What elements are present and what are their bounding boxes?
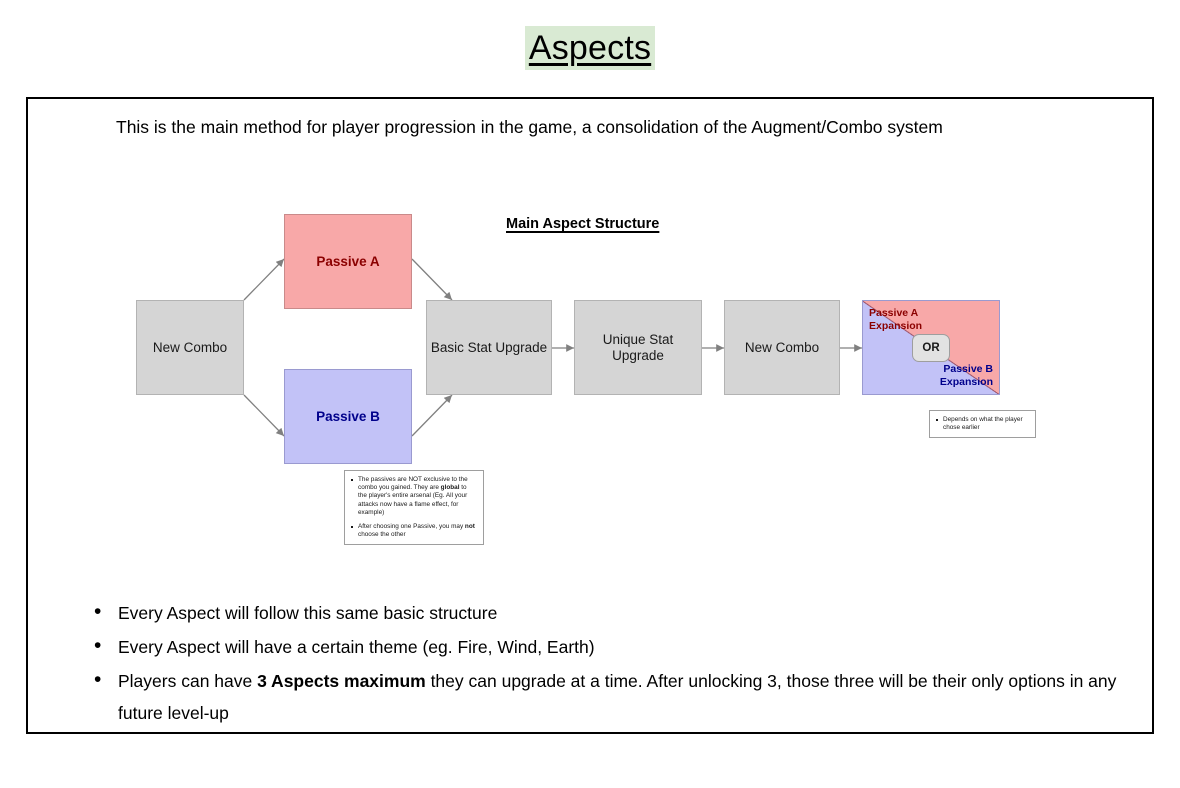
or-chip[interactable]: OR — [912, 333, 950, 362]
bullet-list-container: Every Aspect will follow this same basic… — [70, 596, 1130, 731]
arrow-newcombo-to-passive-b — [243, 394, 285, 437]
note-box-depends: Depends on what the player chose earlier — [929, 410, 1036, 439]
node-label: Passive A — [316, 253, 380, 269]
intro-paragraph: This is the main method for player progr… — [116, 117, 943, 137]
diagram-canvas: Main Aspect Structure New — [28, 99, 1156, 569]
diagram-connectors — [243, 258, 862, 437]
split-label-passive-a-line1: Passive A — [869, 307, 919, 319]
or-chip-label: OR — [922, 341, 940, 354]
note-text: After choosing one Passive, you may — [358, 523, 465, 531]
node-label: New Combo — [744, 339, 820, 355]
node-new-combo-2[interactable]: New Combo — [724, 300, 840, 395]
split-label-passive-a-line2: Expansion — [869, 319, 923, 332]
node-unique-stat-upgrade[interactable]: Unique Stat Upgrade — [574, 300, 702, 395]
note-text-bold: not — [464, 523, 475, 531]
node-passive-b[interactable]: Passive B — [284, 369, 412, 464]
node-passive-expansion-split[interactable]: Passive A Expansion Passive B Expansion … — [862, 300, 1000, 395]
note-box-passives: The passives are NOT exclusive to the co… — [344, 470, 484, 546]
bullet-text: Players can have — [118, 671, 258, 691]
node-basic-stat-upgrade[interactable]: Basic Stat Upgrade — [426, 300, 552, 395]
bullet-item: Every Aspect will follow this same basic… — [70, 596, 1130, 629]
note-item: The passives are NOT exclusive to the co… — [351, 476, 477, 517]
node-label: New Combo — [152, 339, 228, 355]
bullet-text-bold: 3 Aspects maximum — [257, 671, 426, 691]
split-label-passive-b-line1: Passive B — [943, 363, 993, 375]
bullet-text: they can upgrade at a time. After unlock… — [118, 671, 1117, 723]
note-text: Depends on what the player chose earlier — [943, 416, 1023, 432]
split-label-passive-a: Passive A Expansion — [869, 307, 922, 332]
node-passive-a[interactable]: Passive A — [284, 214, 412, 309]
bullet-text: Every Aspect will follow this same basic… — [118, 603, 498, 623]
bullet-item: Every Aspect will have a certain theme (… — [70, 630, 1130, 663]
bullet-text: Every Aspect will have a certain theme (… — [118, 637, 595, 657]
bullet-item: Players can have 3 Aspects maximum they … — [70, 664, 1130, 729]
note-text: The passives are NOT exclusive to the co… — [358, 476, 468, 492]
node-label: Basic Stat Upgrade — [430, 339, 548, 355]
note-item: After choosing one Passive, you may not … — [351, 523, 477, 539]
arrow-newcombo-to-passive-a — [243, 258, 285, 301]
note-text: choose the other — [358, 531, 406, 539]
split-label-passive-b-line2: Expansion — [939, 375, 993, 388]
page-title-container: Aspects — [0, 26, 1180, 70]
bullet-list: Every Aspect will follow this same basic… — [70, 596, 1130, 729]
note-text-bold: global — [440, 484, 460, 492]
node-label: Passive B — [316, 408, 380, 424]
note-text: to the player's entire arsenal (Eg. All … — [358, 484, 468, 516]
note-item: Depends on what the player chose earlier — [936, 416, 1029, 432]
split-label-passive-b: Passive B Expansion — [940, 363, 993, 388]
page-title: Aspects — [524, 26, 656, 70]
node-new-combo-1[interactable]: New Combo — [136, 300, 244, 395]
slide-frame: This is the main method for player progr… — [26, 97, 1154, 734]
diagram-title: Main Aspect Structure — [506, 216, 660, 232]
node-label: Unique Stat Upgrade — [602, 331, 674, 363]
arrow-passive-a-to-basic — [411, 258, 453, 301]
arrow-passive-b-to-basic — [411, 394, 453, 437]
